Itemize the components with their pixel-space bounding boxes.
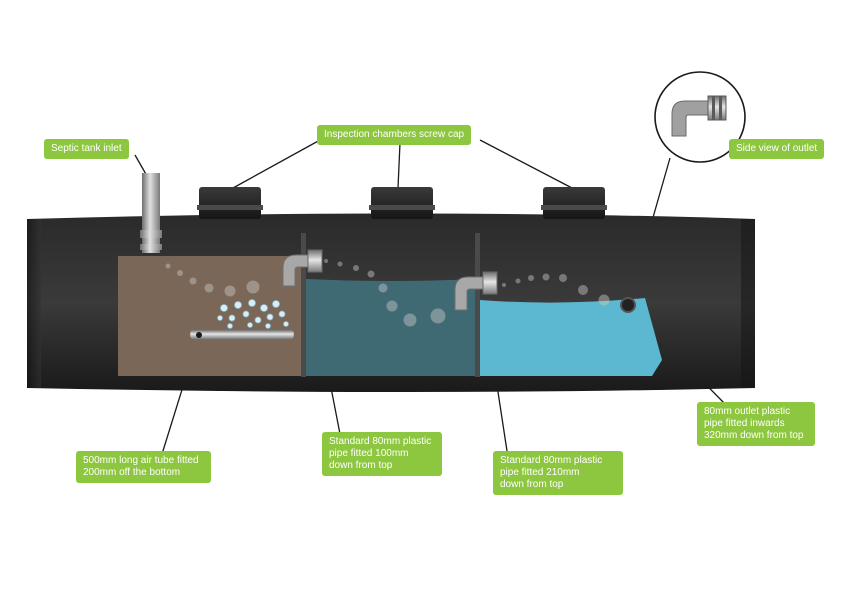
- elbow-pipe-icon: [454, 271, 498, 311]
- label-air-tube-line-2: 200mm off the bottom: [83, 467, 181, 478]
- aeration-bubbles: [217, 299, 289, 329]
- label-pipe-210mm: Standard 80mm plastic pipe fitted 210mm …: [493, 451, 623, 495]
- label-inspection-caps: Inspection chambers screw cap: [317, 125, 472, 145]
- chamber-3-water: [480, 298, 662, 376]
- leader-cap-1: [232, 139, 321, 189]
- septic-tank: [27, 213, 755, 392]
- inlet-pipe: [140, 173, 162, 253]
- tank-left-end: [27, 219, 41, 388]
- label-air-tube-line-1: 500mm long air tube fitted: [83, 455, 199, 466]
- cap-icon: [541, 187, 607, 219]
- leader-cap-3: [479, 139, 573, 189]
- label-air-tube: 500mm long air tube fitted 200mm off the…: [76, 451, 211, 483]
- label-pipe-210mm-line-2: pipe fitted 210mm: [500, 467, 580, 478]
- chamber-2-water: [306, 279, 476, 376]
- label-outlet-320mm: 80mm outlet plastic pipe fitted inwards …: [697, 402, 815, 446]
- label-pipe-210mm-line-3: down from top: [500, 479, 564, 490]
- label-side-view-of-outlet: Side view of outlet: [729, 139, 825, 159]
- label-outlet-320mm-line-3: 320mm down from top: [704, 430, 804, 441]
- label-pipe-100mm-line-3: down from top: [329, 460, 393, 471]
- leader-inlet: [134, 154, 148, 177]
- label-pipe-100mm: Standard 80mm plastic pipe fitted 100mm …: [322, 432, 442, 476]
- label-pipe-210mm-line-1: Standard 80mm plastic: [500, 455, 603, 466]
- label-septic-tank-inlet: Septic tank inlet: [44, 139, 129, 159]
- baffle-2: [475, 233, 480, 377]
- label-outlet-320mm-line-2: pipe fitted inwards: [704, 418, 785, 429]
- chamber-1-sludge: [118, 256, 302, 376]
- cap-icon: [197, 187, 263, 219]
- cap-icon: [369, 187, 435, 219]
- label-pipe-100mm-line-1: Standard 80mm plastic: [329, 436, 432, 447]
- inspection-caps: [197, 187, 607, 219]
- label-pipe-100mm-line-2: pipe fitted 100mm: [329, 448, 409, 459]
- magnifier-circle-icon: [654, 71, 746, 163]
- label-outlet-320mm-line-1: 80mm outlet plastic: [704, 406, 791, 417]
- bubble-icon: [165, 259, 610, 327]
- outlet-pipe-end: [620, 297, 636, 313]
- tank-right-end: [741, 219, 755, 388]
- elbow-pipe-icon: [282, 249, 323, 287]
- air-tube-icon: [189, 329, 295, 340]
- baffle-1: [301, 233, 306, 377]
- leader-cap-2: [397, 142, 401, 189]
